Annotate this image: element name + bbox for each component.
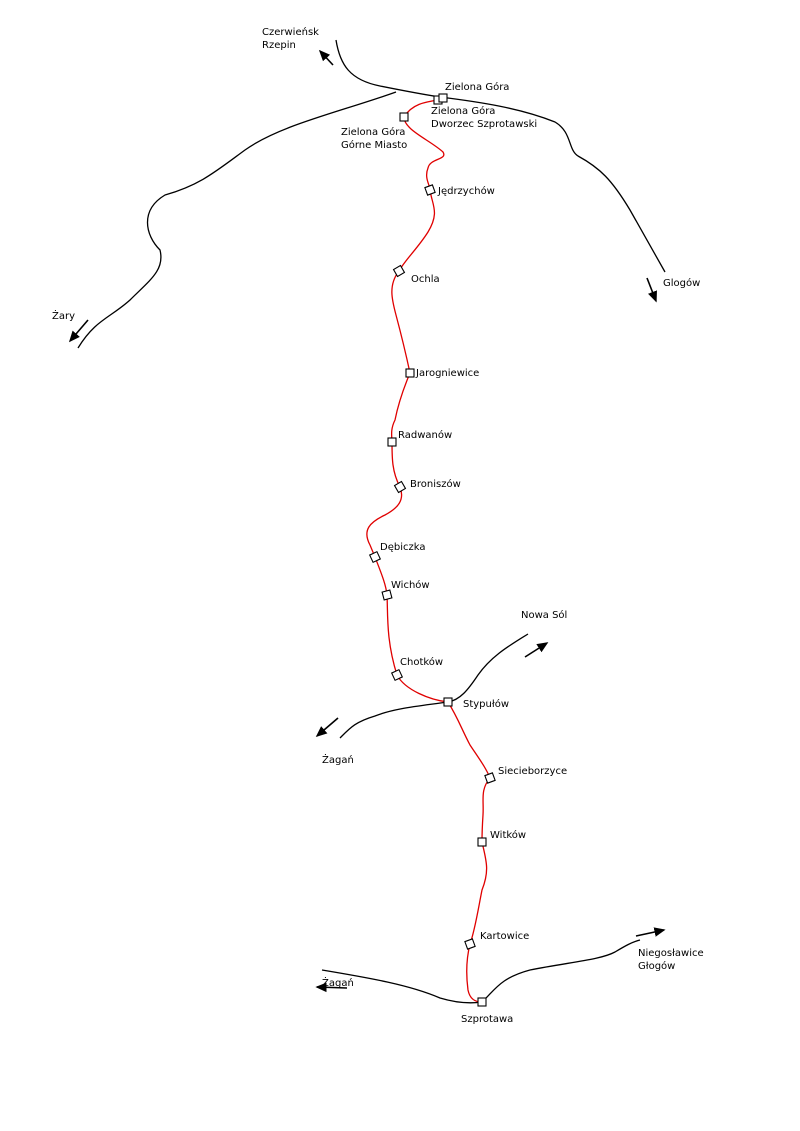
station-stypulow [443, 697, 453, 707]
label-wichow: Wichów [391, 579, 430, 591]
label-zggm-1: Zielona Góra [341, 126, 405, 138]
arrow-nowa-sol-icon [524, 642, 549, 658]
label-witkow: Witków [490, 829, 526, 841]
label-radwanow: Radwanów [398, 429, 452, 441]
label-dir-nowa-sol: Nowa Sól [521, 609, 567, 621]
arrow-czerwiensk-icon [318, 49, 334, 66]
label-szprotawa: Szprotawa [461, 1014, 513, 1025]
label-jedrzychow: Jędrzychów [437, 185, 495, 197]
station-siecieborzyce [484, 772, 496, 784]
arrow-niegoslawice-icon [635, 927, 666, 937]
station-radwanow [387, 437, 397, 447]
station-wichow [381, 589, 393, 601]
station-zielona-gora-gorne-miasto [399, 112, 409, 122]
station-jarogniewice [405, 368, 415, 378]
label-jarogniewice: Jarogniewice [415, 368, 479, 379]
station-szprotawa [477, 997, 487, 1007]
label-kartowice: Kartowice [480, 931, 529, 942]
label-zggm-2: Górne Miasto [341, 139, 407, 151]
label-zgds-1: Zielona Góra [431, 105, 495, 117]
label-broniszow: Broniszów [410, 478, 461, 490]
label-dir-zary: Żary [52, 309, 75, 322]
line-zagan-glogow [321, 939, 641, 1004]
label-siecieborzyce: Siecieborzyce [498, 766, 567, 777]
label-stypulow: Stypułów [463, 698, 509, 710]
label-zgds-2: Dworzec Szprotawski [431, 119, 537, 130]
station-witkow [477, 837, 487, 847]
label-dir-czerwiensk: Czerwieńsk [262, 26, 319, 38]
station-zielona-gora [438, 93, 448, 103]
station-debiczka [368, 550, 382, 564]
line-czerwiensk-glogow [335, 39, 666, 273]
arrow-glogow-icon [646, 277, 657, 303]
label-ochla: Ochla [411, 274, 440, 285]
line-nowa-sol-zagan [339, 633, 529, 739]
arrow-zary-icon [68, 319, 89, 343]
station-broniszow [393, 480, 407, 494]
arrow-zagan-1-icon [315, 717, 339, 738]
label-dir-niegoslawice: Niegosławice [638, 948, 704, 959]
line-zary [77, 91, 397, 349]
label-chotkow: Chotków [400, 656, 443, 668]
label-zielona-gora: Zielona Góra [445, 81, 509, 93]
label-dir-glogow-2: Głogów [638, 960, 675, 972]
label-dir-zagan-2: Żagań [322, 976, 354, 989]
label-dir-glogow: Glogów [663, 277, 700, 289]
label-dir-rzepin: Rzepin [262, 40, 296, 51]
station-chotkow [390, 668, 404, 682]
station-jedrzychow [424, 184, 436, 196]
station-kartowice [464, 938, 476, 950]
label-debiczka: Dębiczka [380, 542, 425, 553]
label-dir-zagan-1: Żagań [322, 753, 354, 766]
station-ochla [392, 264, 406, 278]
arrow-zagan-2-icon [315, 982, 348, 993]
